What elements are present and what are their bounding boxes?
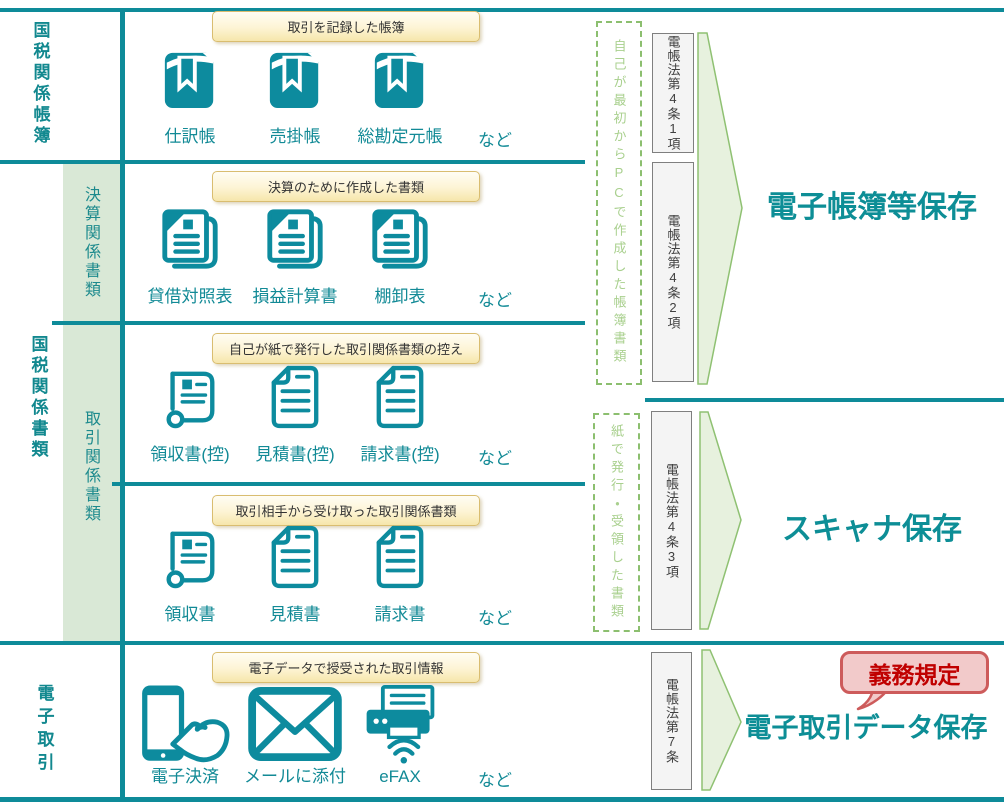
item-label: eFAX — [379, 767, 421, 786]
title-denshi-chobo-hozon: 電子帳簿等保存 — [767, 191, 977, 224]
row2-item-tanaoroshihyo: 棚卸表 — [340, 206, 460, 308]
border-top — [0, 8, 1004, 12]
document-stack-icon — [263, 206, 327, 272]
note-pc-created-books: 自己が最初からPCで作成した帳簿書類 — [596, 21, 642, 385]
row4-header: 取引相手から受け取った取引関係書類 — [212, 495, 480, 526]
row3-etc: など — [478, 449, 512, 468]
title-scanner-hozon: スキャナ保存 — [782, 513, 962, 546]
row1-item-sokanjo-motocho: 総勘定元帳 — [340, 46, 460, 148]
divider-row4-row5 — [0, 641, 1004, 645]
row3-item-seikyusho-hikae: 請求書(控) — [340, 362, 460, 466]
divider-row3-row4 — [112, 482, 585, 486]
row4-item-ryoshusho: 領収書 — [130, 524, 250, 626]
row1-item-shiwakecho: 仕訳帳 — [130, 46, 250, 148]
book-icon — [164, 52, 216, 108]
item-label: 貸借対照表 — [147, 287, 233, 306]
receipt-icon — [159, 524, 221, 592]
row3-header: 自己が紙で発行した取引関係書類の控え — [212, 333, 480, 364]
row4-etc: など — [478, 609, 512, 628]
border-bottom — [0, 797, 1004, 802]
document-stack-icon — [158, 206, 222, 272]
group-label-kokuzei-shorui: 国税関係書類 — [28, 335, 48, 461]
efax-icon — [362, 684, 438, 766]
arrow-scanner — [699, 411, 742, 630]
divider-right-scanner — [645, 398, 1004, 402]
sub-category-band — [63, 162, 122, 643]
arrow-denshi-chobo — [697, 32, 743, 385]
item-label: 領収書(控) — [150, 445, 230, 464]
item-label: 総勘定元帳 — [357, 127, 443, 146]
item-label: 領収書 — [164, 605, 216, 624]
row5-header: 電子データで授受された取引情報 — [212, 652, 480, 683]
item-label: 請求書 — [374, 605, 426, 624]
item-label: 請求書(控) — [360, 445, 440, 464]
row2-header: 決算のために作成した書類 — [212, 171, 480, 202]
row3-item-ryoshusho-hikae: 領収書(控) — [130, 364, 250, 466]
row5-item-denshi-kessai: 電子決済 — [125, 682, 245, 788]
item-label: メールに添付 — [244, 767, 346, 786]
law-box-art4-1: 電帳法第4条1項 — [652, 33, 694, 153]
note-paper-issued-received: 紙で発行・受領した書類 — [593, 413, 640, 632]
title-denshi-torihiki-data-hozon: 電子取引データ保存 — [744, 713, 988, 743]
item-label: 仕訳帳 — [164, 127, 216, 146]
item-label: 損益計算書 — [252, 287, 338, 306]
receipt-icon — [159, 364, 221, 432]
item-label: 見積書(控) — [255, 445, 335, 464]
law-box-art7: 電帳法第7条 — [651, 652, 692, 790]
document-icon — [268, 362, 322, 432]
row2-etc: など — [478, 291, 512, 310]
book-icon — [374, 52, 426, 108]
item-label: 見積書 — [269, 605, 321, 624]
divider-labels-content — [120, 8, 125, 802]
document-icon — [373, 362, 427, 432]
mobile-payment-icon — [132, 682, 238, 766]
row1-item-urikakecho: 売掛帳 — [235, 46, 355, 148]
sub-label-kessan-shorui: 決算関係書類 — [82, 186, 99, 300]
sub-label-torihiki-shorui: 取引関係書類 — [82, 410, 99, 524]
row4-item-seikyusho: 請求書 — [340, 522, 460, 626]
row5-item-efax: eFAX — [340, 684, 460, 788]
row2-item-soneki-keisansho: 損益計算書 — [235, 206, 355, 308]
row1-etc: など — [478, 131, 512, 150]
row5-etc: など — [478, 771, 512, 790]
row3-item-mitsumorisho-hikae: 見積書(控) — [235, 362, 355, 466]
item-label: 電子決済 — [151, 767, 219, 786]
group-label-kokuzei-chobo: 国税関係帳簿 — [30, 21, 50, 147]
document-stack-icon — [368, 206, 432, 272]
row2-item-taishakutaishohyo: 貸借対照表 — [130, 206, 250, 308]
document-icon — [373, 522, 427, 592]
row5-item-mail-tempu: メールに添付 — [235, 686, 355, 788]
divider-row2-row3 — [52, 321, 585, 325]
row4-item-mitsumorisho: 見積書 — [235, 522, 355, 626]
document-icon — [268, 522, 322, 592]
mail-icon — [247, 686, 343, 762]
item-label: 棚卸表 — [374, 287, 426, 306]
group-label-denshi-torihiki: 電子取引 — [34, 684, 54, 776]
item-label: 売掛帳 — [269, 127, 321, 146]
book-icon — [269, 52, 321, 108]
obligation-badge: 義務規定 — [840, 651, 989, 694]
divider-row1-row2 — [0, 160, 585, 164]
row1-header: 取引を記録した帳簿 — [212, 11, 480, 42]
law-box-art4-3: 電帳法第4条3項 — [651, 411, 692, 630]
law-box-art4-2: 電帳法第4条2項 — [652, 162, 694, 382]
